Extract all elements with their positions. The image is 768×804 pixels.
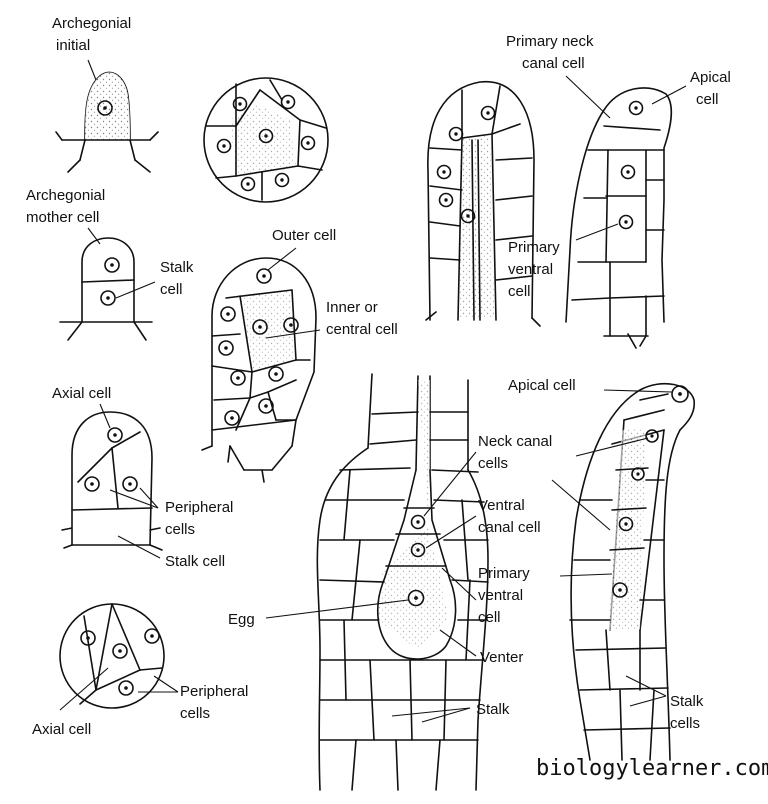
label-egg-text: Egg — [228, 611, 255, 628]
label-apical-cell-1: Apical cell — [690, 69, 731, 108]
label-archegonial-mother-cell-line1: Archegonial — [26, 187, 105, 204]
label-stalk: Stalk — [476, 701, 510, 718]
label-egg: Egg — [228, 611, 255, 628]
label-ventral-canal-cell-line1: Ventral — [478, 497, 525, 514]
neck-elongation-stage — [551, 382, 696, 761]
label-axial-cell-1: Axial cell — [52, 385, 111, 402]
label-apical-cell-2-text: Apical cell — [508, 377, 576, 394]
axial-cell-transverse-stage — [59, 603, 179, 711]
label-venter: Venter — [480, 649, 523, 666]
label-primary-ventral-cell-2: Primary ventral cell — [478, 565, 530, 626]
label-stalk-text: Stalk — [476, 701, 510, 718]
label-stalk-cell-2: Stalk cell — [165, 553, 225, 570]
label-peripheral-cells-1-line1: Peripheral — [165, 499, 233, 516]
label-stalk-cell-2-text: Stalk cell — [165, 553, 225, 570]
label-ventral-canal-cell-line2: canal cell — [478, 519, 541, 536]
label-stalk-cells-line2: cells — [670, 715, 700, 732]
label-primary-ventral-cell-2-line2: ventral — [478, 587, 523, 604]
label-primary-neck-canal-cell-line2: canal cell — [522, 55, 585, 72]
transverse-section-stage — [203, 77, 329, 203]
label-axial-cell-1-text: Axial cell — [52, 385, 111, 402]
watermark-text: biologylearner.com — [536, 756, 768, 781]
label-stalk-cells: Stalk cells — [670, 693, 704, 732]
label-peripheral-cells-2-line1: Peripheral — [180, 683, 248, 700]
label-primary-ventral-cell-2-line1: Primary — [478, 565, 530, 582]
label-peripheral-cells-1-line2: cells — [165, 521, 195, 538]
label-apical-cell-1-line2: cell — [696, 91, 719, 108]
label-neck-canal-cells-line1: Neck canal — [478, 433, 552, 450]
label-stalk-cells-line1: Stalk — [670, 693, 704, 710]
label-primary-ventral-cell-1-line2: ventral — [508, 261, 553, 278]
label-neck-canal-cells: Neck canal cells — [478, 433, 552, 472]
label-neck-canal-cells-line2: cells — [478, 455, 508, 472]
archegonial-mother-cell-stage — [59, 227, 156, 341]
label-primary-neck-canal-cell-line1: Primary neck — [506, 33, 594, 50]
label-stalk-cell-1: Stalk cell — [160, 259, 194, 298]
label-peripheral-cells-1: Peripheral cells — [165, 499, 233, 538]
label-stalk-cell-1-line2: cell — [160, 281, 183, 298]
label-apical-cell-1-line1: Apical — [690, 69, 731, 86]
label-stalk-cell-1-line1: Stalk — [160, 259, 194, 276]
label-inner-or-central-cell-line1: Inner or — [326, 299, 378, 316]
outer-inner-cell-stage — [201, 247, 321, 483]
label-inner-or-central-cell-line2: central cell — [326, 321, 398, 338]
label-venter-text: Venter — [480, 649, 523, 666]
label-axial-cell-2: Axial cell — [32, 721, 91, 738]
label-primary-ventral-cell-1: Primary ventral cell — [508, 239, 560, 300]
label-primary-ventral-cell-1-line1: Primary — [508, 239, 560, 256]
archegonial-initial-stage — [55, 59, 159, 173]
young-archegonium-stage — [425, 80, 541, 327]
label-archegonial-mother-cell: Archegonial mother cell — [26, 187, 105, 226]
label-archegonial-initial-line2: initial — [56, 37, 90, 54]
label-primary-neck-canal-cell: Primary neck canal cell — [506, 33, 594, 72]
label-archegonial-initial-line1: Archegonial — [52, 15, 131, 32]
label-inner-or-central-cell: Inner or central cell — [326, 299, 398, 338]
label-primary-ventral-cell-1-line3: cell — [508, 283, 531, 300]
label-axial-cell-2-text: Axial cell — [32, 721, 91, 738]
label-outer-cell: Outer cell — [272, 227, 336, 244]
label-apical-cell-2: Apical cell — [508, 377, 576, 394]
label-ventral-canal-cell: Ventral canal cell — [478, 497, 541, 536]
axial-cell-side-stage — [61, 403, 163, 559]
label-peripheral-cells-2: Peripheral cells — [180, 683, 248, 722]
mature-archegonium-stage — [265, 373, 489, 791]
label-archegonial-initial: Archegonial initial — [52, 15, 131, 54]
label-outer-cell-text: Outer cell — [272, 227, 336, 244]
label-primary-ventral-cell-2-line3: cell — [478, 609, 501, 626]
primary-ventral-stage — [565, 75, 687, 349]
label-archegonial-mother-cell-line2: mother cell — [26, 209, 99, 226]
label-peripheral-cells-2-line2: cells — [180, 705, 210, 722]
